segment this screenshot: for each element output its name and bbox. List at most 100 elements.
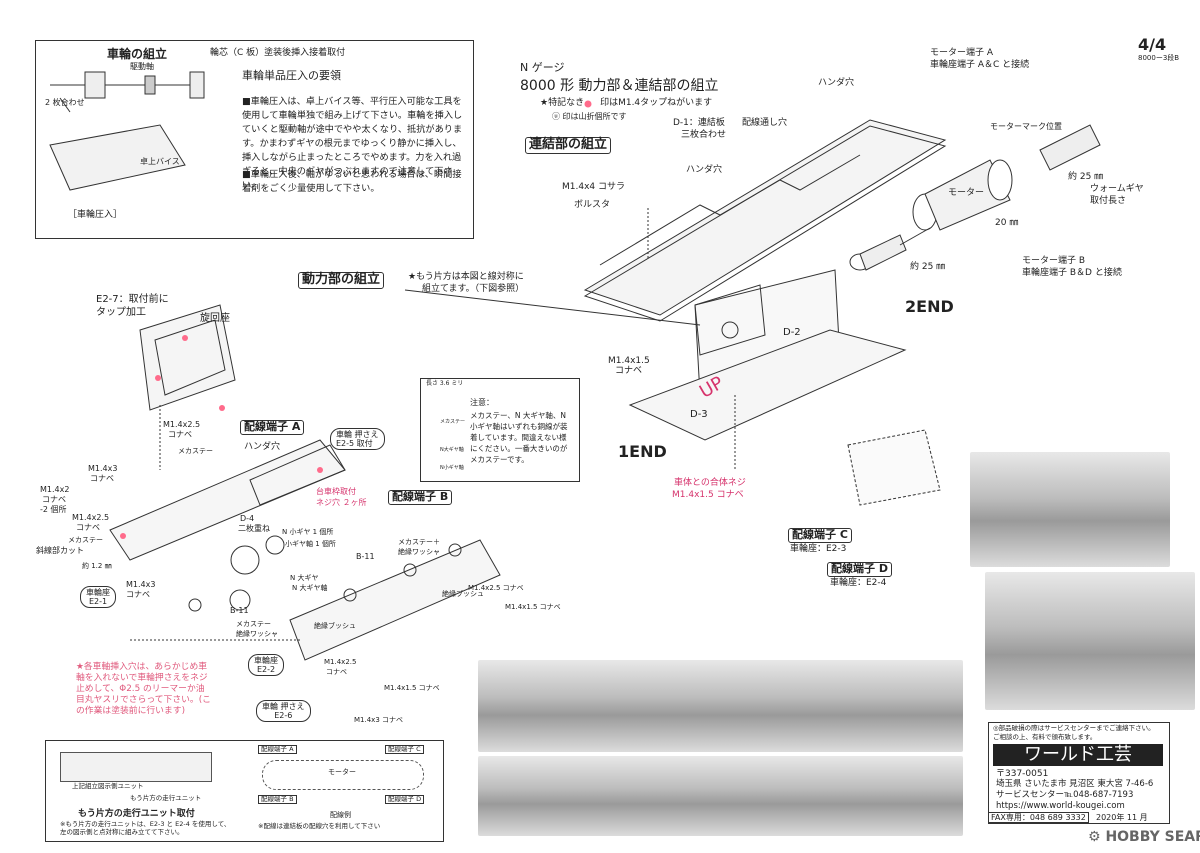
parts-note: ◎部品破損の際はサービスセンターまでご連絡下さい。 [993,724,1155,732]
motor-term-a: モーター端子 A [930,48,994,58]
m14x25d-label: M1.4x2.5 コナベ [468,584,524,592]
press-note: ■車輪圧入後、軸がゆるいと思われる場合は、瞬間接着剤をごく少量使用して下さい。 [242,169,462,194]
m14x15-label: M1.4x1.5 コナベ [505,603,561,611]
end2-label: 2END [905,297,954,316]
motor-mark-label: モーターマーク位置 [990,122,1062,131]
gauge-label: N ゲージ [520,61,565,74]
insul-bush: 絶縁ブッシュ [442,590,484,598]
mm20-label: 20 ㎜ [995,218,1019,228]
term-a-label: 配線端子 A [240,420,305,435]
n-small-sub: 小ギヤ軸 1 個所 [285,540,336,548]
d4-sub: 二枚重ね [238,524,270,533]
konabe-label: コナベ [168,430,192,439]
n-small-label: N 小ギヤ 1 個所 [282,528,334,536]
konabe4-label: コナベ [126,590,150,599]
axle-note: 輪芯（C 板）塗装後挿入接着取付 [210,48,346,58]
vise-label: 卓上バイス [140,157,180,166]
bolster-label: ボルスタ [574,200,611,210]
company-fax: FAX専用：048 689 3332 [988,812,1089,824]
motor-term-b: モーター端子 B [1022,256,1086,266]
term-b-label: 配線端子 B [388,490,453,505]
parts-note-2: ご相談の上、有料で頒布致します。 [993,733,1097,741]
page-title: 8000 形 動力部＆連結部の組立 [520,78,719,94]
mm12-label: 約 1.2 ㎜ [82,562,112,570]
coupling-title: 連結部の組立 [525,137,612,154]
mecha-insul-4: 絶縁ワッシャ [236,630,278,638]
m14x25c-label: M1.4x2.5 [72,513,110,522]
d1-sub: 三枚合わせ [681,130,727,140]
reamer-note: ★各車軸挿入穴は、あらかじめ車軸を入れないで車輪押さえをネジ止めして、Φ2.5 … [76,662,211,716]
company-zip: 〒337-0051 [996,769,1049,779]
press-label: ［車輪圧入］ [68,210,123,220]
wiring-example: 配線例 [330,811,351,819]
d4-label: D-4 [240,514,255,523]
worm-label-2: 取付長さ [1090,196,1127,206]
term-c-label: 配線端子 C [788,528,852,543]
mecha-insul-3: メカステー [236,620,271,628]
term-d-sub: 車輪座：E2-4 [830,578,887,588]
b11b-label: B-11 [230,606,249,615]
bevel-label: 斜線部カット [36,546,84,555]
chassis-photo-top [970,452,1170,567]
insert-lbl-2: N大ギヤ軸 [440,447,464,453]
bb-term-a: 配線端子 A [258,745,297,755]
chassis-photo-angle [985,572,1195,710]
wheel-assembly-box [35,40,474,239]
screw-label: M1.4x1.5 [608,356,650,366]
company-service: サービスセンター℡048-687-7193 [996,790,1134,800]
d1-label: D-1：連結板 [673,118,725,128]
motor-label: モーター [948,188,985,198]
washer-label: M1.4x4 コサラ [562,182,625,192]
page-sub: 8000ー3段B [1138,54,1180,62]
b11a-label: B-11 [356,552,375,561]
issue-date: 2020年 11 月 [1096,813,1148,822]
symmetry-note: ★もう片方は本図と線対称に [408,272,524,282]
body-screw-note-2: M1.4x1.5 コナベ [672,490,744,500]
m14x3-sub: コナベ [90,474,114,483]
worm-label: ウォームギヤ [1090,184,1144,194]
mecha2-label: メカステー [68,536,103,544]
insert-caution: 注意： [470,398,494,407]
insul-bush-2: 絶縁ブッシュ [314,622,356,630]
m14x25e-label: M1.4x2.5 [324,658,357,666]
unit-sketch-1 [60,752,212,782]
chassis-photo-bottom [478,756,963,836]
term-c-sub: 車輪座：E2-3 [790,544,847,554]
e27-sub: タップ加工 [96,307,146,318]
d3-label: D-3 [690,409,708,420]
watermark: ⚙ HOBBY SEARCH [1088,829,1200,845]
m14x3c-label: M1.4x3 コナベ [354,716,403,724]
mecha-insul: メカステー＋ [398,538,440,546]
approx-25-top: 約 25 ㎜ [1068,172,1104,182]
other-unit-note: ※もう片方の走行ユニットは、E2-3 と E2-4 を使用して、左の図示側と点対… [60,820,231,836]
two-places-label: -2 個所 [40,505,67,514]
e27-label: E2-7：取付前に [96,294,169,305]
unit-label-2: もう片方の走行ユニット [130,794,202,802]
mecha-stay-label: メカステー [178,447,213,455]
press-instructions: ■車輪圧入は、卓上バイス等、平行圧入可能な工具を使用して車輪単独で組み上げて下さ… [242,96,463,191]
wheel-box-title: 車輪の組立 [107,47,168,61]
bb-motor: モーター [328,768,356,776]
mecha-insul-2: 絶縁ワッシャ [398,548,440,556]
other-unit-title: もう片方の走行ユニット取付 [78,809,195,819]
konabe3-label: コナベ [326,668,347,676]
motor-term-a-2: 車輪座端子 A＆C と接続 [930,60,1030,70]
company-box [988,722,1170,824]
term-d-label: 配線端子 D [827,562,892,577]
company-url[interactable]: https://www.world-kougei.com [996,801,1125,811]
axle-label: 駆動軸 [130,62,154,71]
solder-hole-label: ハンダ穴 [686,165,723,175]
unit-label-1: 上記組立図示側ユニット [72,782,144,790]
two-sheets-label: 2 枚合わせ [45,98,85,107]
insert-text: メカステー、N 大ギヤ軸、N 小ギヤ軸はいずれも銅線が装着しています。間違えない… [470,411,568,464]
m14x2-sub: コナベ [42,495,66,504]
frame-note: 台車枠取付 [316,487,356,496]
m14x3-label: M1.4x3 [88,464,118,473]
page-number: 4/4 [1138,35,1167,54]
wiring-note: ※配線は連結板の配線穴を利用して下さい [258,822,381,830]
approx-25-bottom: 約 25 ㎜ [910,262,946,272]
frame-note-2: ネジ穴 ２ヶ所 [316,498,367,507]
